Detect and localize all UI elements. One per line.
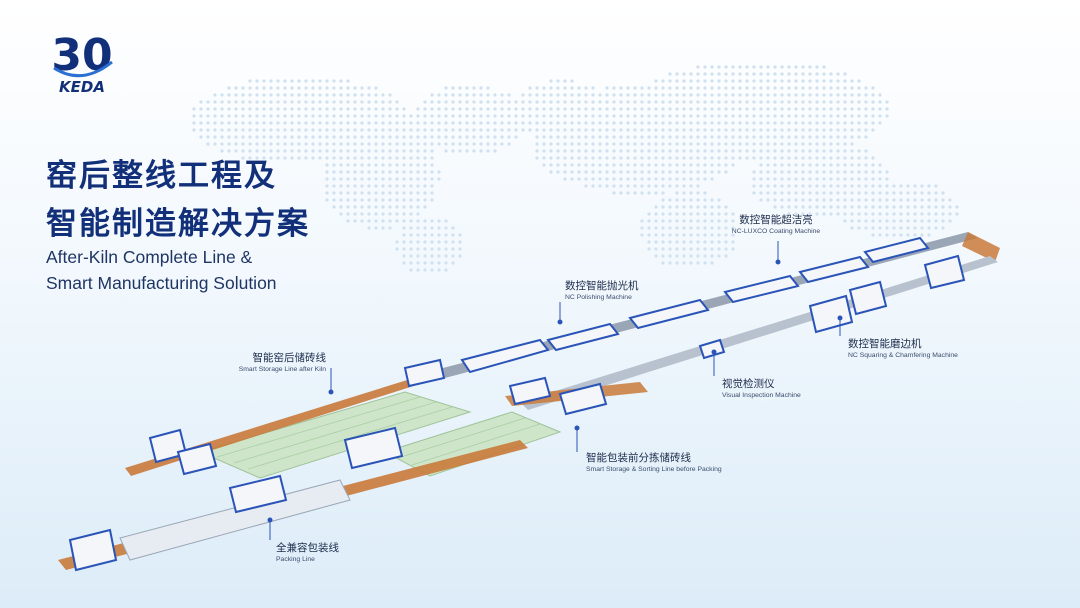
callout-packing-en: Packing Line (276, 555, 339, 564)
callout-storage-kiln-cn: 智能窑后储砖线 (200, 352, 326, 365)
callout-packing-cn: 全兼容包装线 (276, 542, 339, 555)
callout-visual-cn: 视觉检测仪 (722, 378, 801, 391)
callout-squaring-en: NC Squaring & Chamfering Machine (848, 351, 958, 360)
callout-polishing-en: NC Polishing Machine (565, 293, 639, 302)
callout-visual-inspection: 视觉检测仪 Visual Inspection Machine (722, 378, 801, 400)
callout-sorting-cn: 智能包装前分拣储砖线 (586, 452, 722, 465)
callout-packing-line: 全兼容包装线 Packing Line (276, 542, 339, 564)
callout-coating-cn: 数控智能超洁亮 (676, 214, 876, 227)
callout-coating-machine: 数控智能超洁亮 NC-LUXCO Coating Machine (676, 214, 876, 236)
visual-inspection-unit (700, 340, 724, 358)
callout-sorting-line: 智能包装前分拣储砖线 Smart Storage & Sorting Line … (586, 452, 722, 474)
callout-storage-after-kiln: 智能窑后储砖线 Smart Storage Line after Kiln (200, 352, 326, 374)
callout-polishing-machine: 数控智能抛光机 NC Polishing Machine (565, 280, 639, 302)
return-bend (962, 232, 1000, 262)
callout-squaring-machine: 数控智能磨边机 NC Squaring & Chamfering Machine (848, 338, 958, 360)
callout-visual-en: Visual Inspection Machine (722, 391, 801, 400)
callout-sorting-en: Smart Storage & Sorting Line before Pack… (586, 465, 722, 474)
callout-squaring-cn: 数控智能磨边机 (848, 338, 958, 351)
callout-storage-kiln-en: Smart Storage Line after Kiln (200, 365, 326, 374)
callout-polishing-cn: 数控智能抛光机 (565, 280, 639, 293)
callout-coating-en: NC-LUXCO Coating Machine (676, 227, 876, 236)
